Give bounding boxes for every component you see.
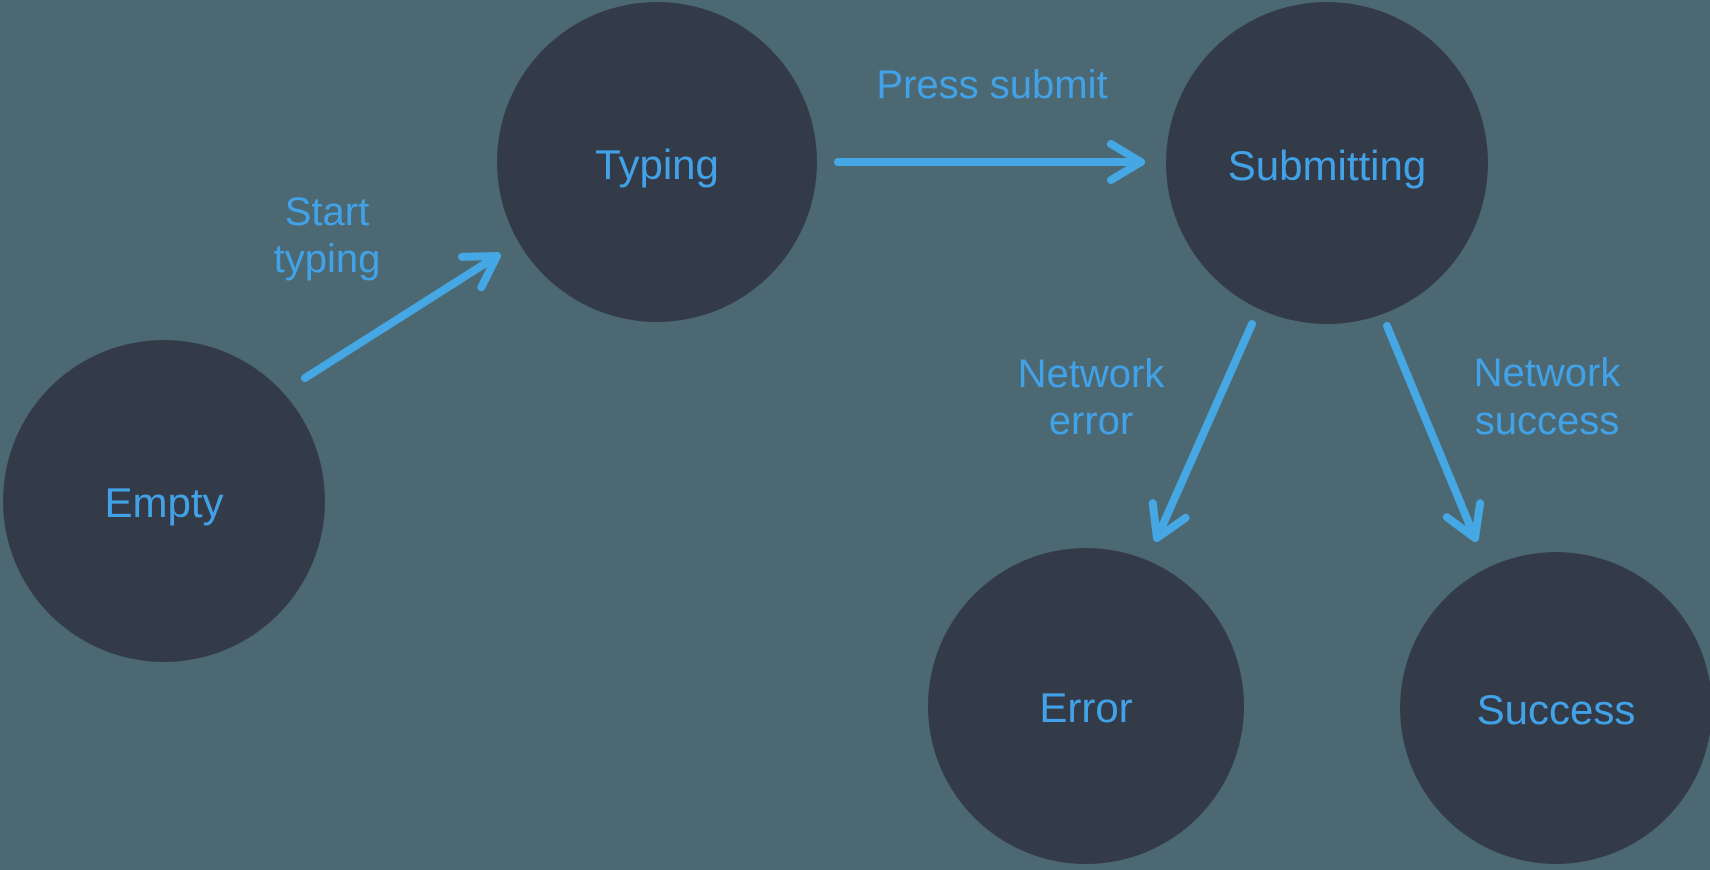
edge-label-network-success-line1: Network xyxy=(1474,351,1622,395)
edge-label-network-error-line2: error xyxy=(1049,399,1133,443)
state-label-success: Success xyxy=(1477,686,1636,733)
state-label-error: Error xyxy=(1039,684,1132,731)
state-label-submitting: Submitting xyxy=(1228,142,1426,189)
state-node-error xyxy=(928,548,1244,864)
edge-label-network-success-line2: success xyxy=(1475,399,1620,443)
state-label-typing: Typing xyxy=(595,141,719,188)
edge-arrow-empty-to-typing xyxy=(301,252,501,382)
edge-arrow-submitting-to-success xyxy=(1383,322,1485,542)
state-node-empty xyxy=(3,340,325,662)
edge-label-network-error-line1: Network xyxy=(1018,352,1166,396)
edge-label-start-typing-line1: Start xyxy=(285,190,369,234)
state-node-success xyxy=(1400,552,1710,864)
state-node-typing xyxy=(497,2,817,322)
edge-label-press-submit: Press submit xyxy=(876,63,1107,107)
state-label-empty: Empty xyxy=(104,479,223,526)
state-node-submitting xyxy=(1166,2,1488,324)
edge-label-start-typing-line2: typing xyxy=(274,237,381,281)
edge-arrow-submitting-to-error xyxy=(1148,320,1256,542)
